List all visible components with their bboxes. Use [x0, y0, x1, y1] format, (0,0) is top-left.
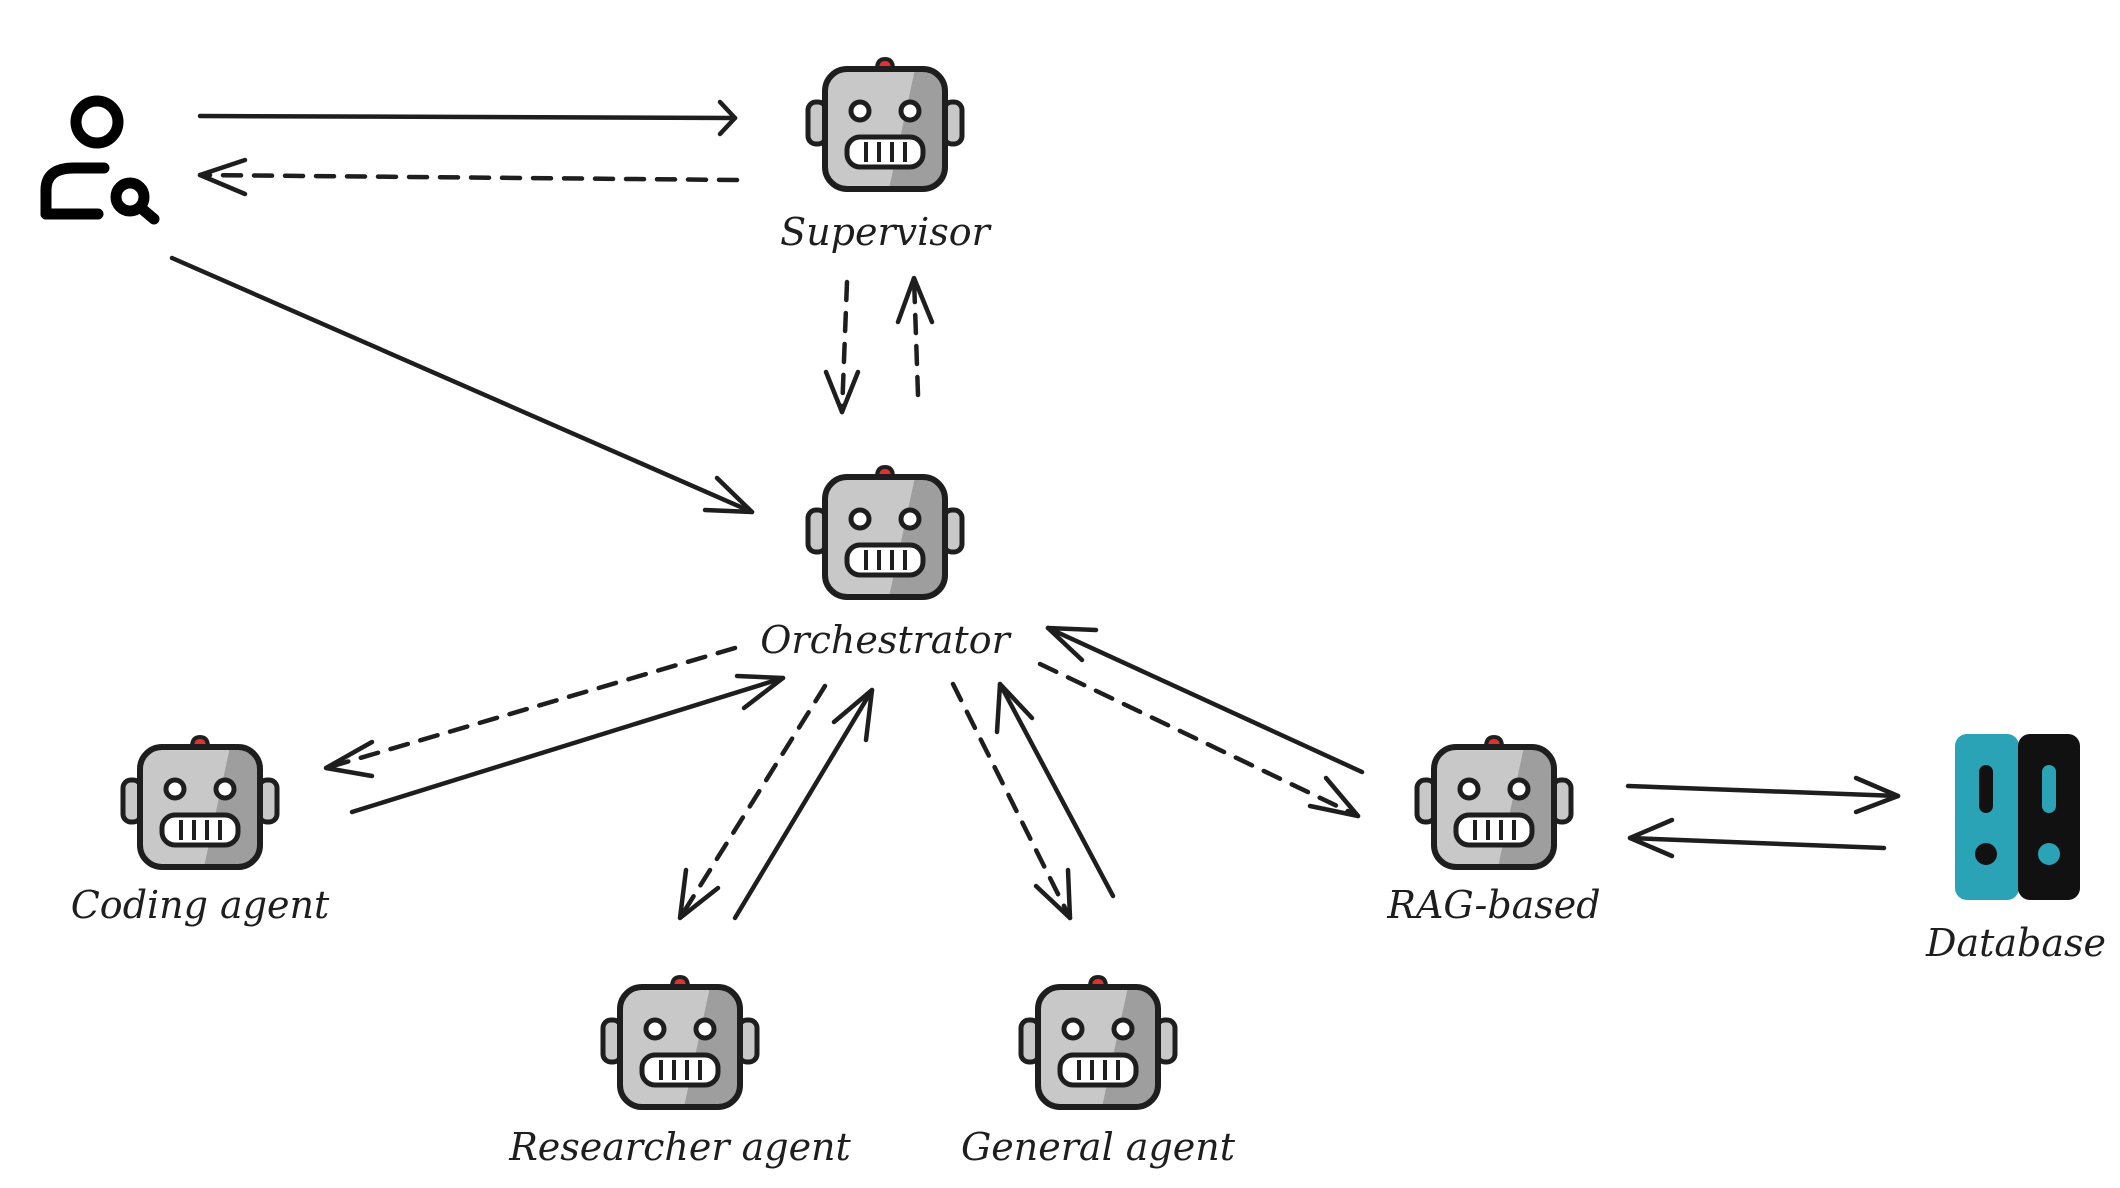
edge-orchestrator-to-supervisor [895, 275, 935, 398]
robot-icon [808, 467, 962, 597]
edge-researcher-to-orchestrator [732, 687, 875, 921]
supervisor-label: Supervisor [780, 210, 992, 254]
robot-icon [1417, 737, 1571, 867]
user-search-icon [40, 95, 160, 225]
orchestrator-node: Orchestrator [760, 467, 1013, 662]
edge-orchestrator-to-coding [323, 645, 738, 779]
edge-orchestrator-to-researcher [677, 683, 828, 921]
edge-orchestrator-to-rag [1037, 661, 1361, 819]
researcher-agent-node: Researcher agent [508, 977, 852, 1169]
robot-icon [1021, 977, 1175, 1107]
general-agent-node: General agent [961, 977, 1236, 1169]
database-label: Database [1925, 921, 2106, 965]
edge-supervisor-to-orchestrator [823, 279, 861, 415]
robot-icon [808, 59, 962, 189]
robot-icon [123, 737, 277, 867]
edge-user-to-orchestrator [169, 255, 755, 515]
general-agent-label: General agent [961, 1125, 1236, 1169]
database-icon [1955, 734, 2080, 900]
edge-supervisor-to-user [197, 157, 740, 197]
rag-based-label: RAG-based [1386, 883, 1600, 927]
edge-rag-to-database [1625, 775, 1901, 815]
coding-agent-node: Coding agent [71, 737, 330, 927]
edge-general-to-orchestrator [994, 681, 1116, 899]
edge-orchestrator-to-general [950, 681, 1073, 921]
edges [169, 99, 1901, 921]
orchestrator-label: Orchestrator [760, 618, 1012, 662]
coding-agent-label: Coding agent [71, 883, 330, 927]
supervisor-node: Supervisor [780, 59, 993, 254]
robot-icon [603, 977, 757, 1107]
edge-database-to-rag [1627, 817, 1887, 859]
researcher-agent-label: Researcher agent [508, 1125, 851, 1169]
edge-rag-to-orchestrator [1045, 625, 1365, 775]
edge-coding-to-orchestrator [349, 673, 786, 815]
rag-based-node: RAG-based [1386, 737, 1601, 927]
edge-user-to-supervisor [197, 99, 738, 137]
database-node: Database [1925, 734, 2106, 965]
